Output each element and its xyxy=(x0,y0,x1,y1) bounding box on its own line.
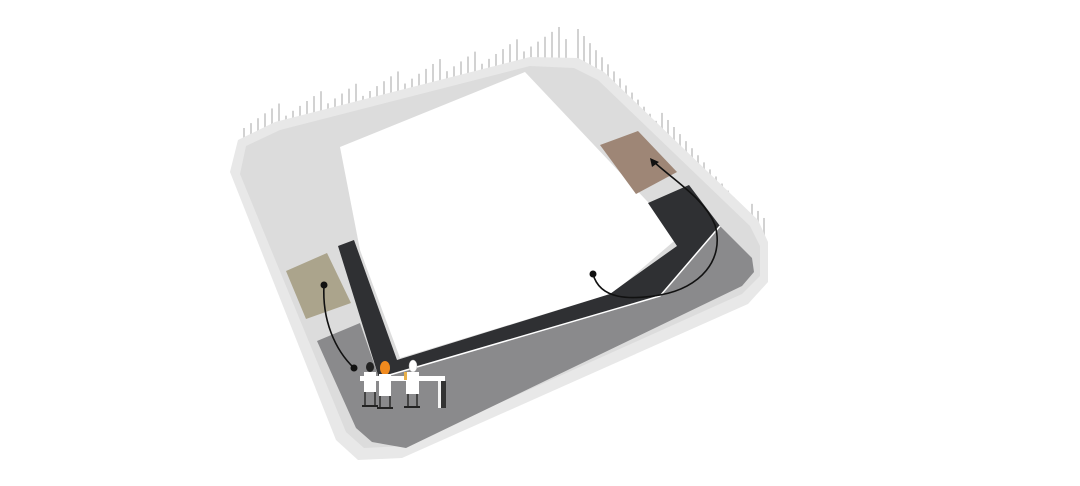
circulation-path xyxy=(338,185,720,378)
connector-right xyxy=(589,158,718,299)
connector-left xyxy=(320,281,358,372)
floor-area xyxy=(317,226,754,448)
path-edge-highlight xyxy=(378,225,721,379)
courtyard xyxy=(340,72,680,358)
person-3 xyxy=(404,359,420,408)
zone-right xyxy=(600,131,677,194)
person-1 xyxy=(362,362,378,407)
person-2 xyxy=(377,361,393,409)
people-at-counter xyxy=(360,359,446,409)
zone-left xyxy=(286,253,351,319)
counter-leg xyxy=(441,381,446,408)
